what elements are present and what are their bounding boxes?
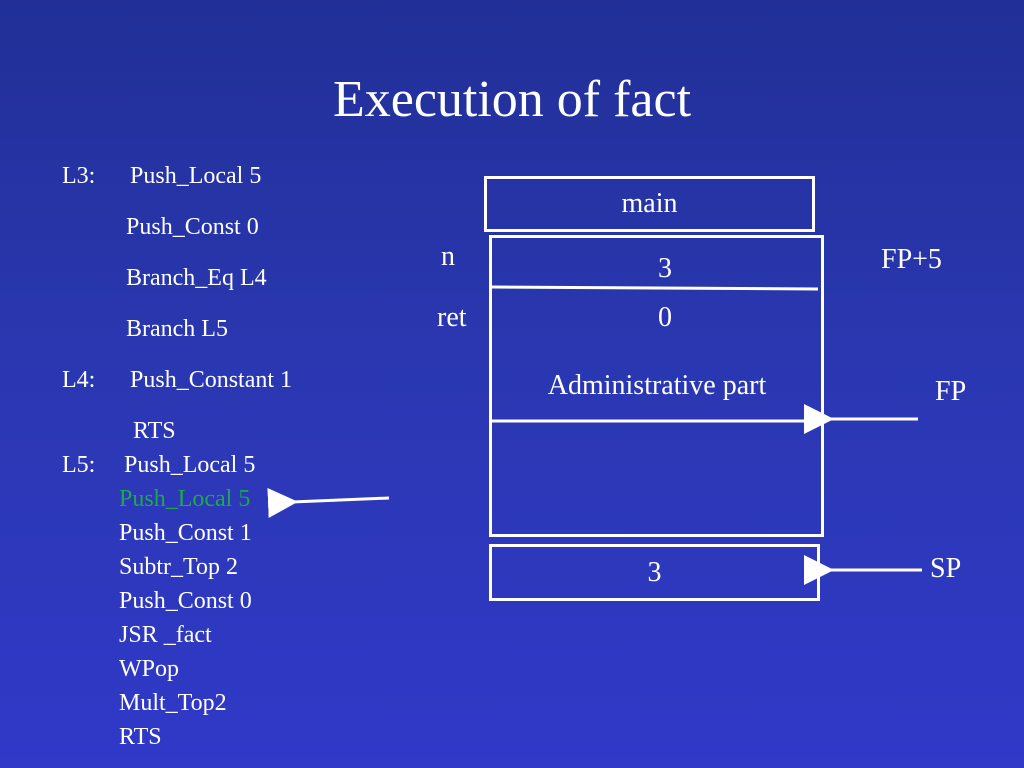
slide-title: Execution of fact (332, 71, 692, 128)
n-ret-divider (491, 285, 819, 291)
ret-value: 0 (658, 302, 672, 333)
instr-branch-eq: Branch_Eq L4 (126, 265, 267, 291)
instr-branch-l5: Branch L5 (126, 316, 228, 342)
ret-label: ret (437, 302, 467, 333)
instr-rts: RTS (133, 418, 176, 444)
label-l5: L5: (62, 452, 96, 478)
instr-push-const-0-b: Push_Const 0 (119, 588, 252, 614)
fp-plus-5-label: FP+5 (881, 244, 942, 275)
n-value: 3 (658, 253, 672, 284)
administrative-part-label: Administrative part (547, 370, 767, 401)
instr-mult-top2: Mult_Top2 (119, 690, 227, 716)
instr-rts-2: RTS (119, 724, 162, 750)
instr-push-const-1: Push_Const 1 (119, 520, 252, 546)
label-l3: L3: (62, 163, 96, 189)
instr-subtr-top-2: Subtr_Top 2 (119, 554, 238, 580)
instr-push-local-5: Push_Local 5 (130, 163, 262, 189)
main-frame-box (484, 176, 815, 232)
n-label: n (441, 241, 455, 272)
label-l4: L4: (62, 367, 96, 393)
instr-wpop: WPop (119, 656, 179, 682)
instr-push-constant-1: Push_Constant 1 (130, 367, 293, 393)
current-instruction: Push_Local 5 (119, 486, 251, 512)
instr-push-const-0: Push_Const 0 (126, 214, 259, 240)
sp-label: SP (930, 553, 962, 584)
fact-frame-box (489, 235, 824, 537)
main-frame-label: main (621, 188, 678, 219)
instr-jsr-fact: JSR _fact (119, 622, 212, 648)
fp-label: FP (935, 376, 967, 407)
pc-arrow (267, 488, 390, 518)
instr-push-local-5-l5: Push_Local 5 (124, 452, 256, 478)
stack-top-value: 3 (647, 557, 662, 588)
